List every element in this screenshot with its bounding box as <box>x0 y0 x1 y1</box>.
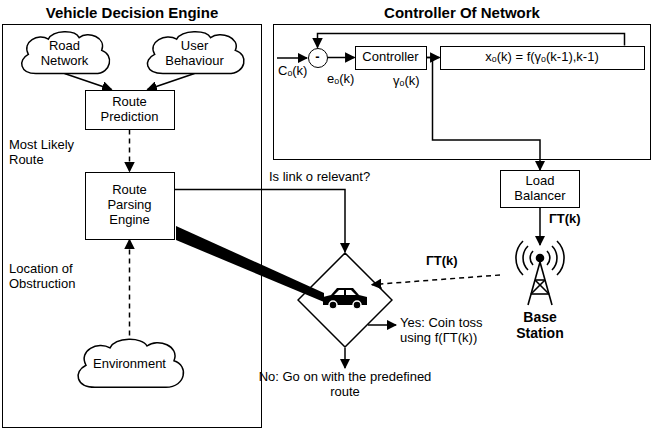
no-arrow <box>344 348 346 368</box>
process-box: xₒ(k) = f(γₒ(k-1),k-1) <box>440 46 645 70</box>
decision-outcome: No: Go on with the predefined route <box>257 370 433 400</box>
edge-label: Is link o relevant? <box>268 170 371 185</box>
panel-title: Vehicle Decision Engine <box>3 4 261 21</box>
diamond-outline <box>297 252 393 348</box>
node-label: Load Balancer <box>506 174 574 204</box>
signal-arrow <box>129 130 131 172</box>
edge-label: Location of Obstruction <box>8 262 100 292</box>
process-box: Controller <box>355 46 427 70</box>
input-cloud: Environment <box>70 335 190 390</box>
tower-icon <box>516 241 564 305</box>
input-arrow <box>277 57 307 59</box>
decision-diamond: Yes: Coin toss using f(ΓT(k))No: Go on w… <box>297 252 393 348</box>
signal-arrow <box>175 190 346 253</box>
edge-label: ΓT(k) <box>425 254 459 269</box>
signal-arrow <box>372 275 500 285</box>
panel-title: Controller Of Network <box>274 4 650 21</box>
node-label: Base Station <box>500 309 580 341</box>
signal-arrow <box>539 208 541 245</box>
node-label: User Behaviour <box>156 39 234 69</box>
car-icon <box>323 288 367 309</box>
edge-label: eₒ(k) <box>326 72 355 87</box>
node-label: Route Parsing Engine <box>91 183 169 228</box>
node-label: - <box>315 50 319 65</box>
signal-arrow <box>129 240 131 345</box>
zoom-wedge <box>176 226 324 302</box>
edge-label: γₒ(k) <box>392 74 421 89</box>
process-box: Route Parsing Engine <box>85 172 175 240</box>
decision-outcome: Yes: Coin toss using f(ΓT(k)) <box>400 316 512 346</box>
controller-panel: Controller Of Network-Controllerxₒ(k) = … <box>273 24 651 160</box>
input-cloud: Road Network <box>15 28 115 76</box>
signal-arrow <box>148 74 195 90</box>
edge-label: ΓT(k) <box>548 212 582 227</box>
summing-junction: - <box>308 48 328 68</box>
node-label: Controller <box>362 50 418 65</box>
signal-arrow <box>65 74 112 90</box>
signal-label: Cₒ(k) <box>277 64 308 79</box>
node-label: Route Prediction <box>91 95 169 125</box>
base-station: Base Station <box>500 245 580 341</box>
node-label: Environment <box>93 357 166 372</box>
engine-panel: Vehicle Decision EngineRoad NetworkUser … <box>2 24 262 428</box>
yes-arrow <box>368 324 396 326</box>
input-cloud: User Behaviour <box>140 28 250 76</box>
process-box: Route Prediction <box>85 90 175 130</box>
signal-arrow <box>328 57 355 59</box>
signal-arrow <box>427 58 541 171</box>
edge-label: Most Likely Route <box>8 138 90 168</box>
process-box: Load Balancer <box>500 170 580 208</box>
node-label: Road Network <box>31 39 99 69</box>
node-label: xₒ(k) = f(γₒ(k-1),k-1) <box>485 50 598 65</box>
